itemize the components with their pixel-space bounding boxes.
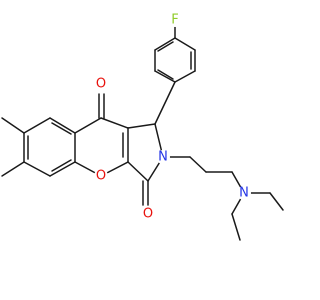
atom-fluorine: F <box>168 13 182 28</box>
amine-nitrogen-label: N <box>239 186 249 201</box>
atom-ring-oxygen: O <box>94 169 108 184</box>
ketone-oxygen-label: O <box>96 77 106 92</box>
ring-oxygen-label: O <box>96 169 106 184</box>
atom-amine-nitrogen: N <box>237 186 251 201</box>
pyrrolone-nitrogen-label: N <box>158 150 168 165</box>
molecule-structure: F O O O N N <box>1 13 284 241</box>
lactam-oxygen-label: O <box>143 207 153 222</box>
atom-ketone-oxygen: O <box>94 77 108 92</box>
atom-pyrrolone-nitrogen: N <box>156 150 170 165</box>
atom-lactam-oxygen: O <box>141 207 155 222</box>
fluorine-label: F <box>171 13 178 28</box>
